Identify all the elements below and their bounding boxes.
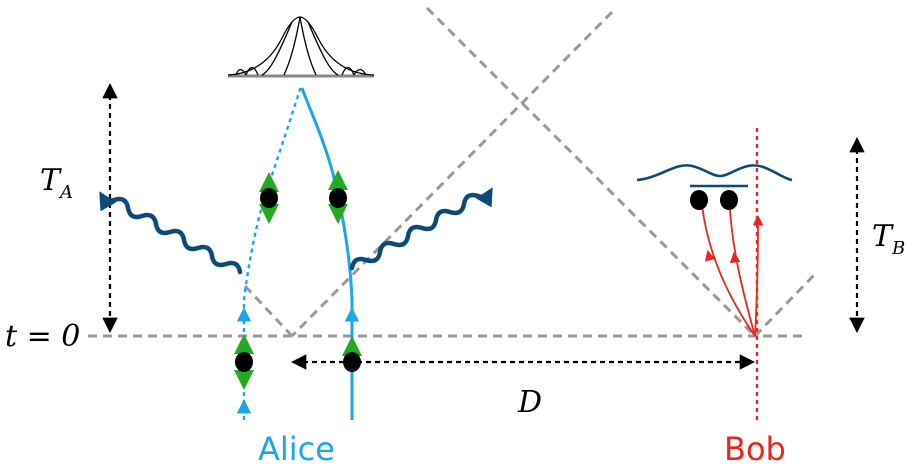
photon-right-wavy-arrow-icon <box>349 187 493 271</box>
photon-left-wavy-arrow-icon <box>99 191 243 275</box>
distance-label: D <box>517 385 542 420</box>
gaussian-wave-packet-icon <box>227 16 375 78</box>
bob-particle-left <box>690 190 708 210</box>
alice-left-particle-top <box>260 188 278 208</box>
bob-particle-right <box>720 190 738 210</box>
alice-left-worldline <box>236 85 303 420</box>
double-well-potential-icon <box>636 164 793 182</box>
alice-right-particle-bottom <box>343 352 361 372</box>
lightcone-lines <box>243 6 819 338</box>
alice-right-particle-top <box>329 188 347 208</box>
alice-right-worldline <box>300 87 360 420</box>
t-b-label: TB <box>872 219 905 259</box>
bob-label: Bob <box>724 430 786 468</box>
particles <box>235 188 738 372</box>
alice-label: Alice <box>258 430 335 468</box>
bob-worldline <box>701 128 764 420</box>
alice-left-particle-bottom <box>235 352 253 372</box>
t-a-label: TA <box>40 163 73 203</box>
t-zero-label: t = 0 <box>5 319 80 354</box>
